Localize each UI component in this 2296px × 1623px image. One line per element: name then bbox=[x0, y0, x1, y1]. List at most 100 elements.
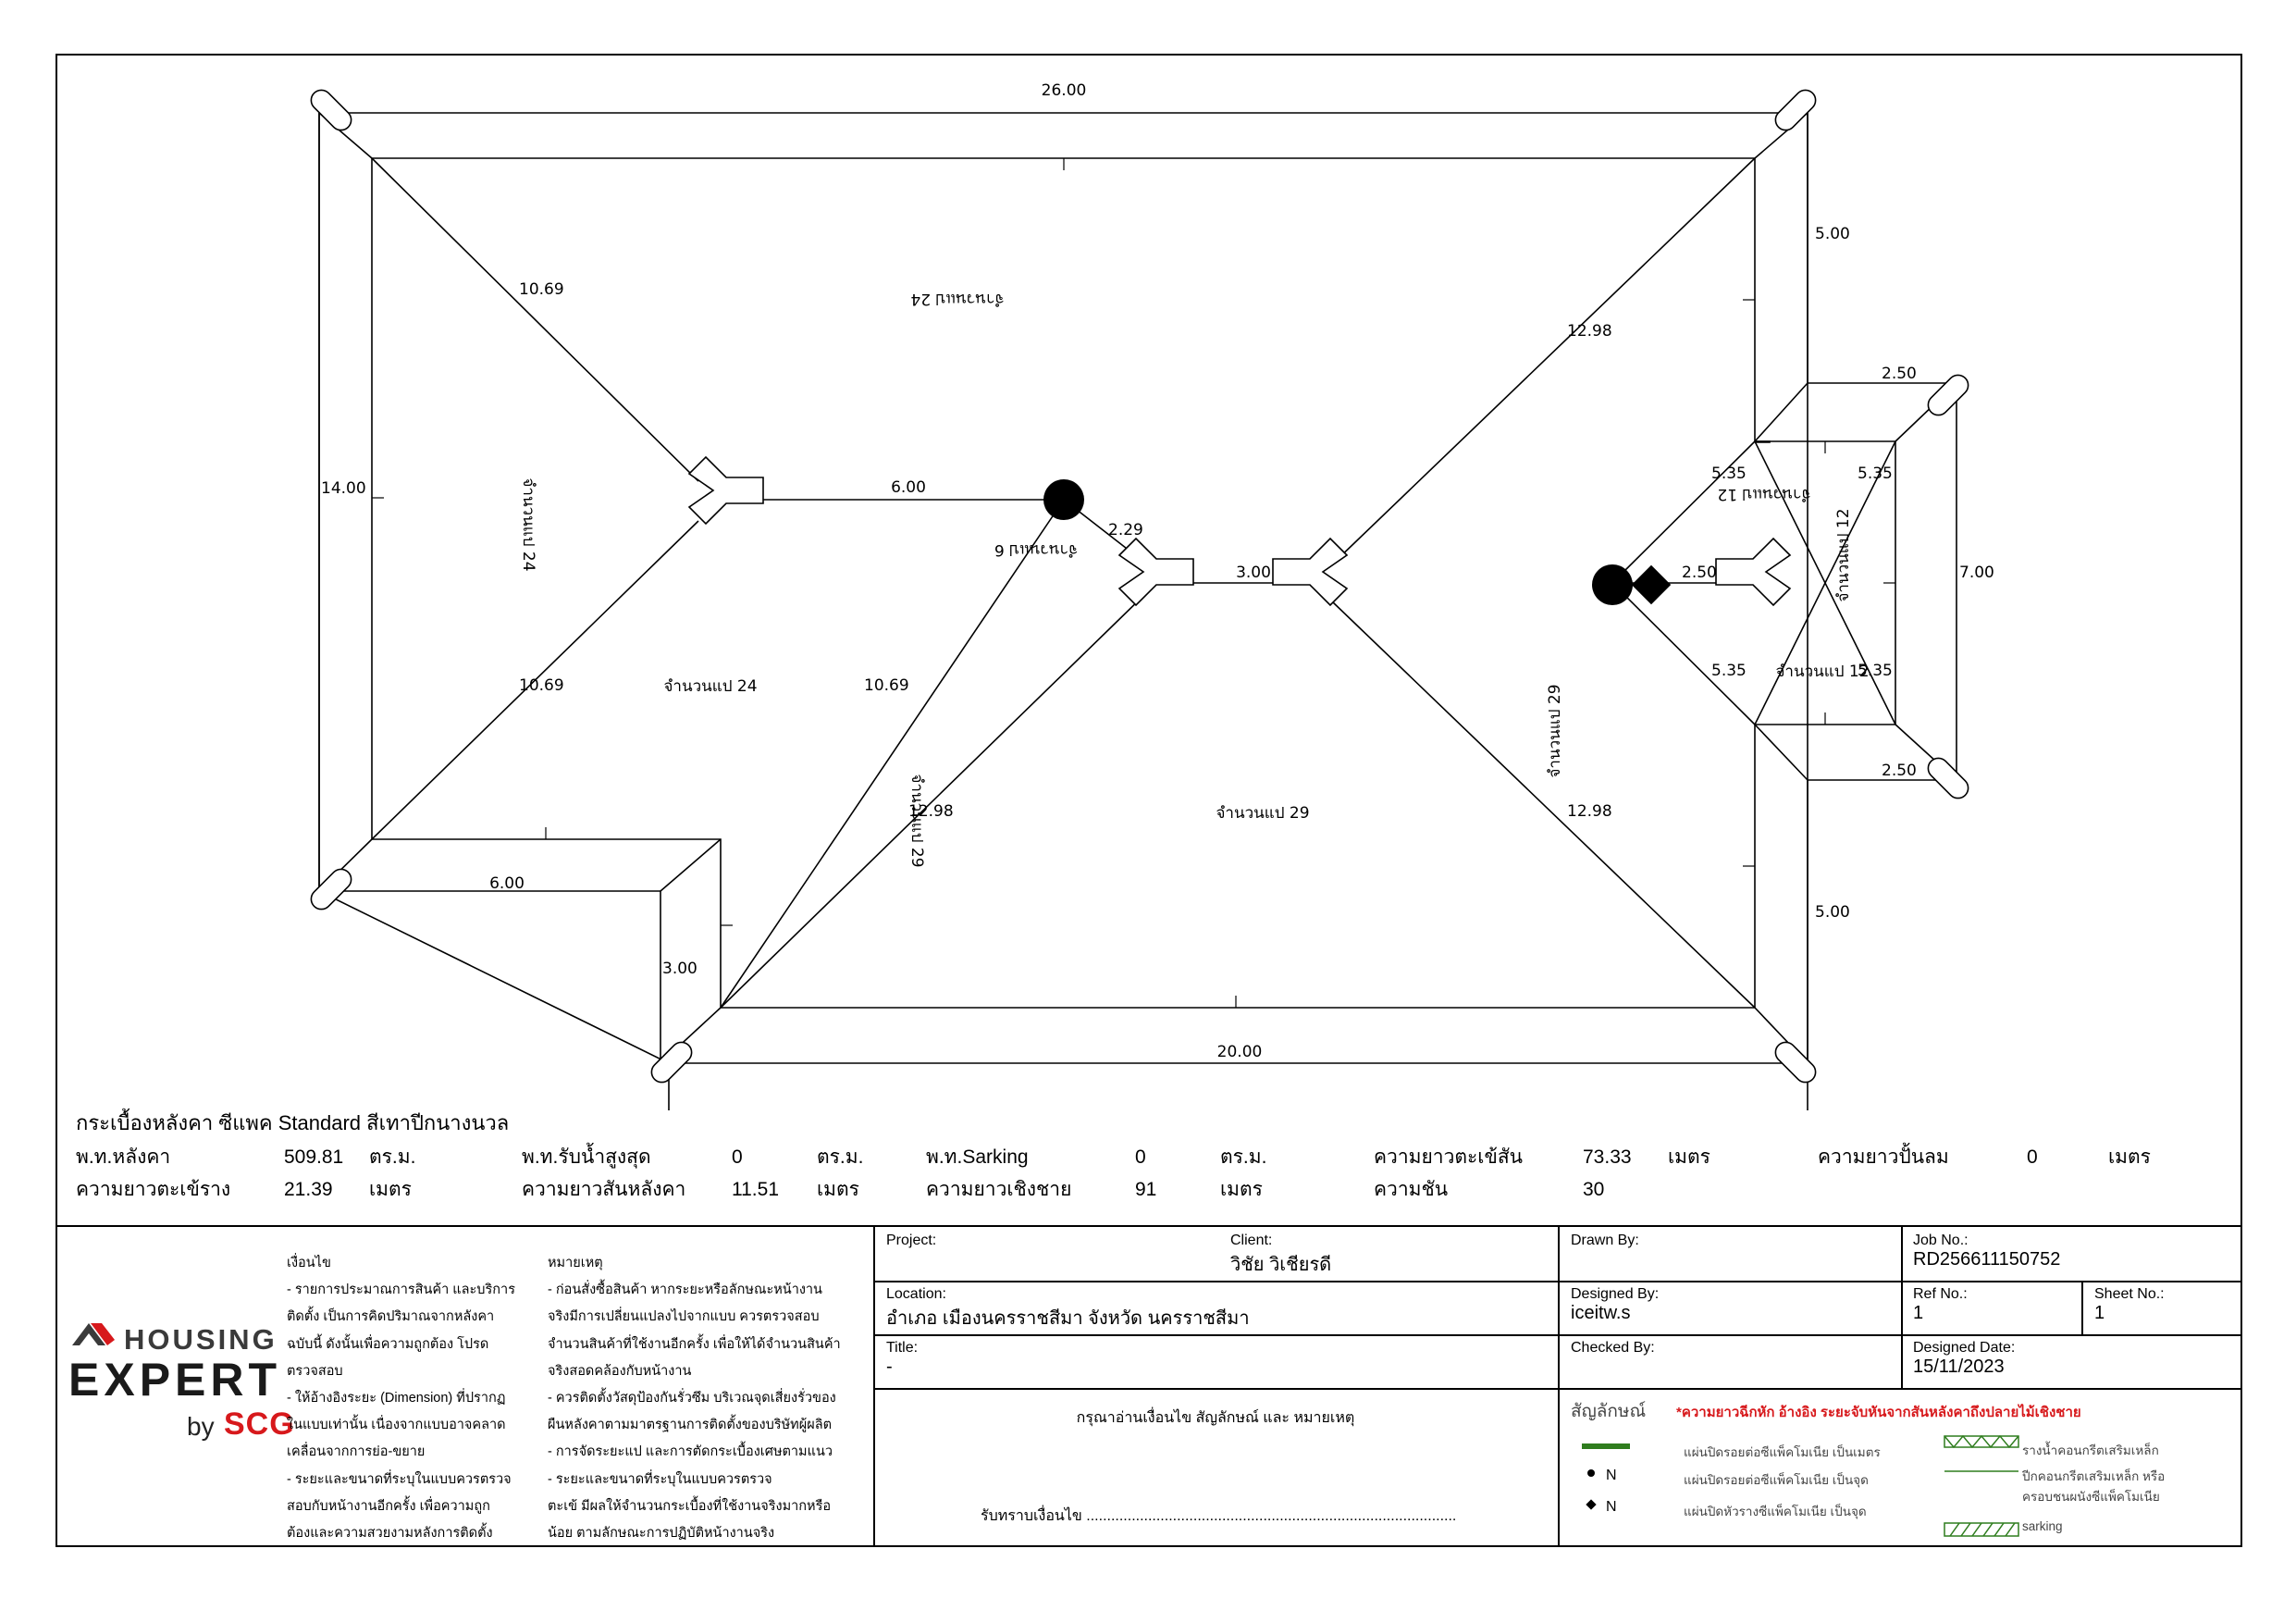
sheet-count-label: จำนวนแป 24 bbox=[663, 677, 757, 696]
conditions-notes: เงื่อนไข - รายการประมาณการสินค้า และบริก… bbox=[287, 1250, 515, 1547]
note-line: ต้องและความสวยงามหลังการติดตั้ง bbox=[287, 1526, 493, 1542]
summary-value: 91 bbox=[1135, 1178, 1157, 1200]
dim-label: 2.50 bbox=[1682, 564, 1717, 582]
hip-line bbox=[371, 520, 699, 840]
job-no-cell: Job No.: RD256611150752 bbox=[1913, 1233, 2060, 1270]
summary-value: 0 bbox=[2027, 1146, 2038, 1168]
summary-value: 0 bbox=[1135, 1146, 1146, 1168]
roof-summary: กระเบื้องหลังคา ซีแพค Standard สีเทาปีกน… bbox=[76, 1107, 2222, 1206]
note-line: - ให้อ้างอิงระยะ (Dimension) ที่ปรากฏ bbox=[287, 1391, 506, 1406]
client-cell: Client: วิชัย วิเชียรดี bbox=[1230, 1233, 1331, 1279]
hip-line bbox=[1331, 601, 1756, 1009]
note-line: น้อย ตามลักษณะการปฏิบัติหน้างานจริง bbox=[548, 1526, 775, 1542]
dim-label: 3.00 bbox=[1236, 564, 1271, 582]
divider bbox=[873, 1388, 2240, 1390]
hip-line bbox=[1611, 582, 1756, 725]
designed-date-cell: Designed Date: 15/11/2023 bbox=[1913, 1340, 2015, 1378]
sheet-count-label: จำนวนแป 12 bbox=[1717, 485, 1810, 503]
hip-line bbox=[371, 157, 699, 482]
sheet-count-label: จำนวนแป 29 bbox=[907, 774, 926, 867]
diamond-n-icon bbox=[1586, 1499, 1597, 1510]
remarks-notes: หมายเหตุ - ก่อนสั่งซื้อสินค้า หากระยะหรื… bbox=[548, 1250, 841, 1547]
sheet-count-label: จำนวนแป 29 bbox=[1546, 684, 1564, 777]
sheet-no-cell: Sheet No.: 1 bbox=[2094, 1286, 2165, 1324]
note-line: - รายการประมาณการสินค้า และบริการ bbox=[287, 1282, 515, 1298]
designed-date-label: Designed Date: bbox=[1913, 1340, 2016, 1356]
corner-cap bbox=[1774, 89, 1817, 131]
ridge-joint-symbol bbox=[687, 455, 764, 526]
roof-inner-outline-left bbox=[371, 158, 1756, 1009]
location-label: Location: bbox=[886, 1286, 946, 1302]
divider bbox=[873, 1334, 2240, 1336]
corner-cap bbox=[310, 868, 352, 911]
legend-item: รางน้ำคอนกรีตเสริมเหล็ก bbox=[2022, 1443, 2159, 1457]
divider bbox=[873, 1227, 875, 1547]
dim-label: 10.69 bbox=[519, 280, 564, 299]
project-label: Project: bbox=[886, 1233, 937, 1248]
dim-label: 10.69 bbox=[519, 676, 564, 695]
legend-item: sarking bbox=[2022, 1519, 2063, 1533]
roof-logo-icon bbox=[72, 1323, 115, 1345]
legend-symbols bbox=[1582, 1434, 2019, 1537]
note-line: - ระยะและขนาดที่ระบุในแบบควรตรวจ bbox=[548, 1471, 772, 1487]
note-line: ผืนหลังคาตามมาตรฐานการติดตั้งของบริษัทผู… bbox=[548, 1418, 832, 1433]
summary-table: พ.ท.หลังคา 509.81 ตร.ม. พ.ท.รับน้ำสูงสุด… bbox=[76, 1141, 2164, 1206]
point-dot-marker bbox=[1592, 564, 1633, 605]
drawing-frame bbox=[56, 54, 2242, 1547]
valley-line bbox=[720, 591, 1148, 1009]
logo-by-text: by bbox=[187, 1412, 215, 1441]
title-value: - bbox=[886, 1357, 893, 1377]
summary-value: 509.81 bbox=[284, 1146, 344, 1168]
material-name: กระเบื้องหลังคา ซีแพค Standard สีเทาปีกน… bbox=[76, 1111, 510, 1134]
summary-unit bbox=[1668, 1173, 1818, 1206]
summary-label: ความชัน bbox=[1374, 1179, 1449, 1200]
summary-row: พ.ท.หลังคา 509.81 ตร.ม. พ.ท.รับน้ำสูงสุด… bbox=[76, 1141, 2164, 1173]
dot-n-icon bbox=[1587, 1469, 1595, 1477]
summary-label: ความยาวปั้นลม bbox=[1818, 1146, 1949, 1168]
hip-line bbox=[1611, 440, 1756, 584]
housing-expert-logo: HOUSING EXPERT by SCG bbox=[67, 1314, 335, 1453]
ref-no-cell: Ref No.: 1 bbox=[1913, 1286, 1968, 1324]
summary-value: 21.39 bbox=[284, 1178, 333, 1200]
roof-plan-diagram: 26.00 14.00 20.00 6.00 3.00 5.00 5.00 7.… bbox=[310, 81, 1994, 1110]
summary-unit: เมตร bbox=[1220, 1179, 1263, 1200]
corner-cap bbox=[1774, 1041, 1817, 1084]
logo-housing-text: HOUSING bbox=[124, 1323, 278, 1356]
ridge-joint-symbol bbox=[1272, 537, 1349, 607]
ref-no-label: Ref No.: bbox=[1913, 1286, 1968, 1302]
legend-warning: *ความยาวฉีกหัก อ้างอิง ระยะจับหันจากสันห… bbox=[1676, 1405, 2081, 1420]
dim-label: 6.00 bbox=[891, 478, 926, 497]
checked-by-label: Checked By: bbox=[1571, 1340, 1655, 1356]
summary-label: พ.ท.รับน้ำสูงสุด bbox=[522, 1146, 651, 1168]
note-line: - ก่อนสั่งซื้อสินค้า หากระยะหรือลักษณะหน… bbox=[548, 1282, 822, 1298]
dim-label: 12.98 bbox=[1567, 322, 1612, 341]
dim-label: 2.50 bbox=[1882, 365, 1917, 383]
divider bbox=[1901, 1227, 1903, 1388]
note-line: จริงมีการเปลี่ยนแปลงไปจากแบบ ควรตรวจสอบ bbox=[548, 1309, 820, 1325]
dim-label: 5.00 bbox=[1815, 903, 1850, 922]
summary-unit: ตร.ม. bbox=[1220, 1146, 1267, 1168]
remarks-title: หมายเหตุ bbox=[548, 1256, 603, 1270]
note-line: สอบกับหน้างานอีกครั้ง เพื่อความถูก bbox=[287, 1498, 490, 1514]
corner-cap bbox=[650, 1041, 693, 1084]
location-value: อำเภอ เมืองนครราชสีมา จังหวัด นครราชสีมา bbox=[886, 1308, 1250, 1329]
job-no-label: Job No.: bbox=[1913, 1233, 1969, 1248]
legend-item: แผ่นปิดรอยต่อซีแพ็คโมเนีย เป็นเมตร bbox=[1684, 1445, 1881, 1459]
drawn-by-label: Drawn By: bbox=[1571, 1233, 1639, 1248]
checked-by-cell: Checked By: bbox=[1571, 1340, 1655, 1357]
dim-label: 6.00 bbox=[489, 874, 525, 893]
corner-cap bbox=[1927, 374, 1969, 416]
title-label: Title: bbox=[886, 1340, 919, 1356]
title-block: HOUSING EXPERT by SCG เงื่อนไข - รายการป… bbox=[56, 1225, 2242, 1547]
note-line: - ระยะและขนาดที่ระบุในแบบควรตรวจ bbox=[287, 1471, 512, 1487]
summary-unit: เมตร bbox=[1668, 1146, 1710, 1168]
divider bbox=[1558, 1227, 1560, 1547]
summary-label: พ.ท.หลังคา bbox=[76, 1146, 171, 1168]
dim-label: 2.29 bbox=[1108, 521, 1143, 539]
title-cell: Title: - bbox=[886, 1340, 918, 1378]
drawn-by-cell: Drawn By: bbox=[1571, 1233, 1639, 1249]
corner-cap bbox=[310, 89, 352, 131]
dim-label: 10.69 bbox=[864, 676, 909, 695]
location-cell: Location: อำเภอ เมืองนครราชสีมา จังหวัด … bbox=[886, 1286, 1250, 1332]
sheet-count-label: จำนวนแป 6 bbox=[994, 540, 1078, 559]
